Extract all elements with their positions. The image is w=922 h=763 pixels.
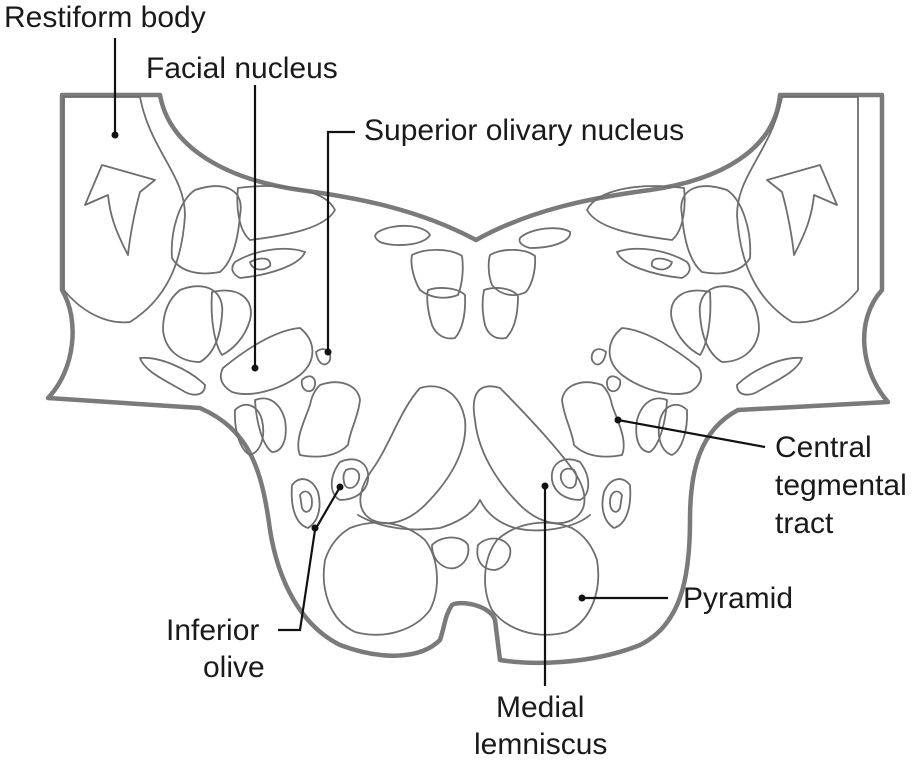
label-superior-olivary-nucleus: Superior olivary nucleus xyxy=(364,114,685,147)
label-restiform-body: Restiform body xyxy=(4,1,206,34)
label-lemniscus: lemniscus xyxy=(474,728,608,761)
right-tegmental-structures xyxy=(561,185,803,458)
section-outline xyxy=(45,92,891,666)
medial-lemniscus-structures xyxy=(357,385,591,532)
label-olive: olive xyxy=(203,651,265,684)
right-restiform-body xyxy=(736,96,859,324)
leader-central-tegmental-tract xyxy=(617,418,766,449)
leader-lines xyxy=(111,38,766,686)
label-facial-nucleus: Facial nucleus xyxy=(146,52,338,85)
leader-inferior-olive xyxy=(278,486,341,632)
label-tract: tract xyxy=(775,507,834,540)
label-inferior: Inferior xyxy=(166,614,260,647)
label-central: Central xyxy=(775,431,872,464)
left-tegmental-structures xyxy=(139,185,361,458)
leader-superior-olivary-nucleus xyxy=(326,130,355,352)
inferior-olive-structures xyxy=(290,458,632,529)
label-medial: Medial xyxy=(496,691,585,724)
midline-dorsal-structures xyxy=(374,225,571,340)
left-restiform-body xyxy=(63,96,186,324)
label-pyramid: Pyramid xyxy=(683,582,794,615)
label-tegmental: tegmental xyxy=(775,469,907,502)
pyramid-structures xyxy=(322,521,600,636)
pontine-midline-blobs xyxy=(431,536,512,571)
